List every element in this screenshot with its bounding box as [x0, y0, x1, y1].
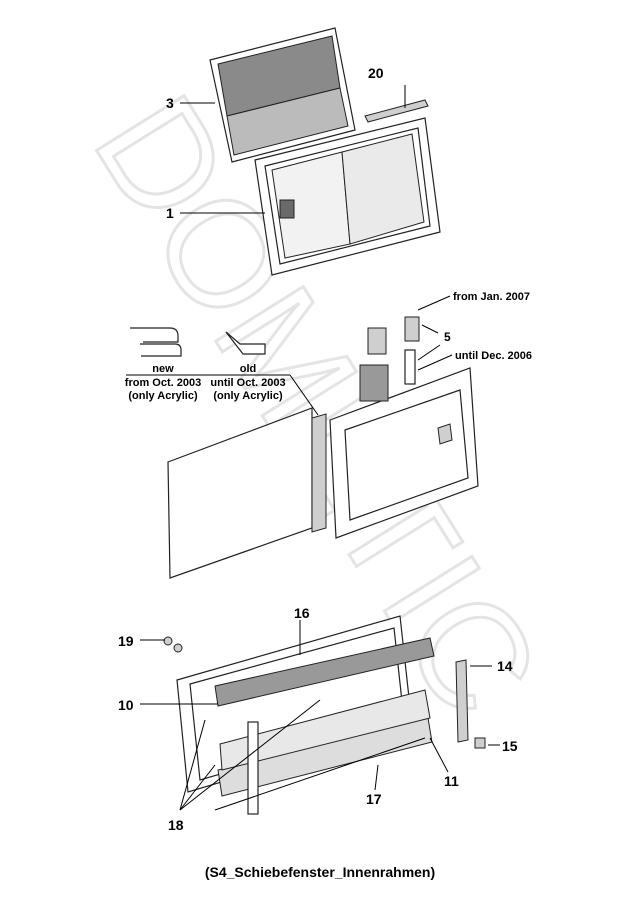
seal-profiles: [126, 327, 319, 416]
note-from-jan-2007: from Jan. 2007: [453, 291, 530, 303]
note-until-dec-2006: until Dec. 2006: [455, 350, 532, 362]
callout-11: 11: [444, 773, 459, 789]
inner-frame-assembly: [163, 615, 486, 815]
callout-3: 3: [166, 95, 174, 111]
callout-15: 15: [502, 738, 518, 754]
callout-19: 19: [118, 633, 134, 649]
note-old: old: [240, 363, 257, 375]
part-20-strip: [364, 99, 429, 123]
callout-5: 5: [444, 330, 451, 344]
callout-1: 1: [166, 205, 174, 221]
note-new-acrylic: (only Acrylic): [128, 390, 198, 402]
callout-17: 17: [366, 791, 382, 807]
part-16-blind-cassette: [214, 637, 435, 707]
part-5-locks: [359, 295, 453, 402]
note-new: new: [152, 363, 174, 375]
note-new-date: from Oct. 2003: [125, 377, 201, 389]
sash-frame: [329, 367, 479, 539]
part-15-clip: [474, 737, 486, 749]
callout-16: 16: [294, 605, 310, 621]
part-3-flyscreen: [209, 27, 356, 163]
callout-20: 20: [368, 65, 384, 81]
callout-10: 10: [118, 697, 134, 713]
note-old-acrylic: (only Acrylic): [213, 390, 283, 402]
callout-18: 18: [168, 817, 184, 833]
part-1-window-frame: [254, 117, 441, 276]
note-old-date: until Oct. 2003: [210, 377, 285, 389]
leader-lines: [140, 85, 500, 811]
seal-strip: [311, 413, 327, 533]
part-14-side-rail: [455, 659, 469, 743]
diagram-caption: (S4_Schiebefenster_Innenrahmen): [204, 864, 436, 880]
callout-14: 14: [497, 658, 513, 674]
